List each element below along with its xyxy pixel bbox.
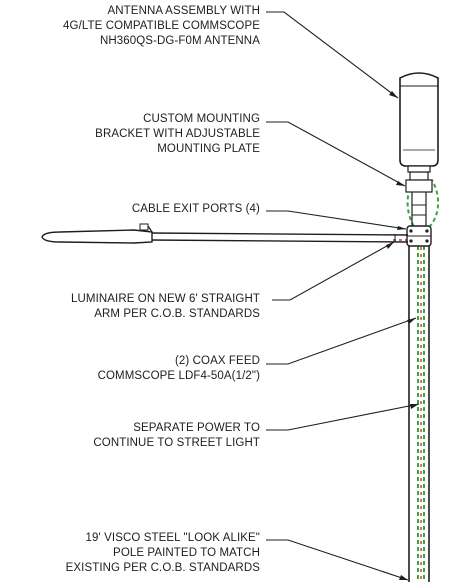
callout-pole-line-3: EXISTING PER C.O.B. STANDARDS	[65, 562, 260, 574]
pole-shaft	[408, 246, 430, 582]
cable-exit-collar	[406, 225, 432, 247]
leader-antenna	[266, 11, 399, 99]
leader-luminaire	[272, 241, 395, 301]
callout-luminaire: LUMINAIRE ON NEW 6' STRAIGHT ARM PER C.O…	[71, 292, 260, 322]
leader-coax	[266, 317, 417, 365]
callout-bracket-line-3: MOUNTING PLATE	[157, 143, 260, 155]
antenna-radome	[399, 72, 439, 173]
leader-lines	[266, 11, 420, 581]
arrowhead-ports	[397, 226, 406, 230]
arrowhead-pole	[399, 575, 408, 580]
leader-bracket	[266, 121, 406, 187]
callout-coax-feed: (2) COAX FEED COMMSCOPE LDF4-50A(1/2")	[98, 354, 260, 384]
callout-pole-line-2: POLE PAINTED TO MATCH	[113, 547, 260, 559]
arrowhead-power	[410, 404, 419, 409]
leader-ports	[266, 210, 407, 230]
callout-antenna-assembly: ANTENNA ASSEMBLY WITH 4G/LTE COMPATIBLE …	[63, 4, 260, 49]
callout-cable-exit-ports: CABLE EXIT PORTS (4)	[132, 202, 260, 217]
callout-separate-power: SEPARATE POWER TO CONTINUE TO STREET LIG…	[93, 421, 260, 451]
mounting-bracket	[405, 171, 433, 226]
callout-mounting-bracket: CUSTOM MOUNTING BRACKET WITH ADJUSTABLE …	[95, 112, 260, 157]
luminaire-head	[41, 223, 153, 244]
callout-pole: 19' VISCO STEEL "LOOK ALIKE" POLE PAINTE…	[66, 531, 260, 576]
leader-pole	[266, 539, 409, 581]
callout-antenna-line-2: 4G/LTE COMPATIBLE COMMSCOPE	[63, 20, 260, 32]
callout-antenna-line-3: NH360QS-DG-F0M ANTENNA	[99, 35, 260, 47]
arrowhead-bracket	[396, 181, 405, 186]
luminaire-arm	[149, 232, 409, 243]
leader-power	[266, 403, 420, 431]
arrowhead-coax	[407, 318, 416, 324]
callout-power-line-2: CONTINUE TO STREET LIGHT	[93, 437, 260, 449]
leader-arrowheads	[386, 91, 419, 580]
callout-bracket-line-2: BRACKET WITH ADJUSTABLE	[95, 128, 260, 140]
arrowhead-antenna	[389, 91, 398, 98]
callout-coax-line-2: COMMSCOPE LDF4-50A(1/2")	[97, 370, 260, 382]
callout-antenna-line-1: ANTENNA ASSEMBLY WITH	[107, 5, 260, 17]
power-line	[393, 239, 422, 582]
callout-luminaire-line-2: ARM PER C.O.B. STANDARDS	[94, 308, 260, 320]
callout-coax-line-1: (2) COAX FEED	[174, 355, 260, 367]
callout-power-line-1: SEPARATE POWER TO	[133, 422, 260, 434]
callout-bracket-line-1: CUSTOM MOUNTING	[143, 113, 260, 125]
callout-ports-line-1: CABLE EXIT PORTS (4)	[131, 203, 260, 215]
callout-luminaire-line-1: LUMINAIRE ON NEW 6' STRAIGHT	[70, 293, 260, 305]
callout-pole-line-1: 19' VISCO STEEL "LOOK ALIKE"	[85, 532, 260, 544]
arrowhead-luminaire	[386, 242, 394, 249]
